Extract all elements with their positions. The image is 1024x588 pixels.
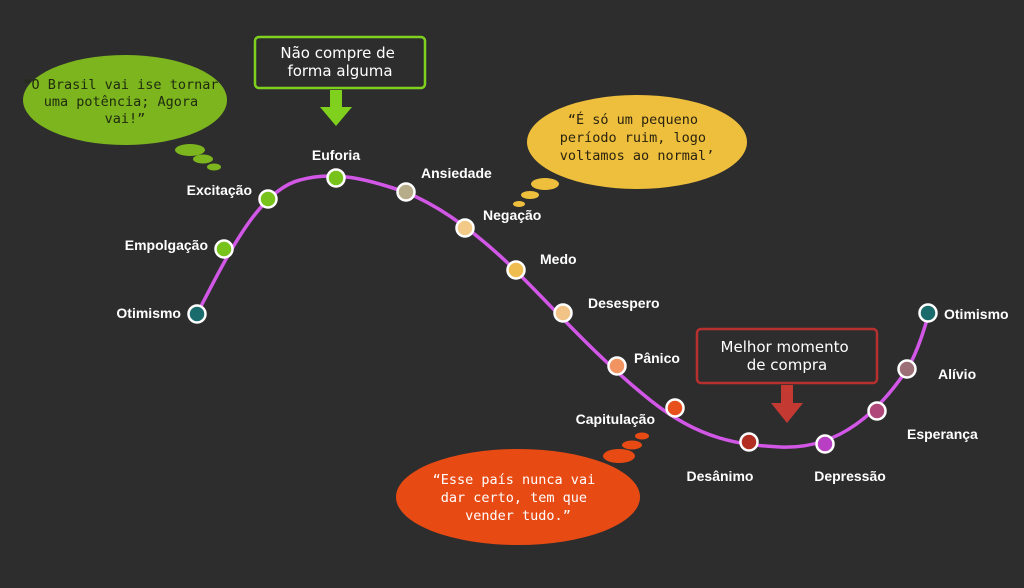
svg-text:Melhor momento de compra: Melhor momento de compra xyxy=(721,338,854,374)
red-bubble-tail-dot xyxy=(622,440,642,450)
svg-text:Não compre de forma algu: Não compre de forma alguma xyxy=(280,44,399,80)
stage-label-desanimo: Desânimo xyxy=(687,468,754,484)
stage-label-otimismo-start: Otimismo xyxy=(116,305,181,321)
stage-label-euforia: Euforia xyxy=(312,147,360,163)
red-thought-bubble: “Esse país nunca vai dar certo, tem que … xyxy=(396,432,649,545)
green-bubble-line-1: “O Brasil vai ise tornar xyxy=(23,77,218,93)
stage-point-ansiedade xyxy=(396,182,416,202)
buy-callout-line-2: de compra xyxy=(747,356,827,374)
stage-label-alivio: Alívio xyxy=(938,366,976,382)
stage-point-alivio xyxy=(897,359,917,379)
stage-label-medo: Medo xyxy=(540,251,577,267)
stage-label-otimismo-end: Otimismo xyxy=(944,306,1009,322)
red-bubble-tail-dot xyxy=(635,432,649,440)
green-bubble-tail-dot xyxy=(175,144,205,156)
green-bubble-line-2: uma potência; Agora xyxy=(44,94,198,110)
stage-point-euforia xyxy=(326,168,346,188)
stage-point-panico xyxy=(607,356,627,376)
stage-markers: Otimismo Empolgação Excitação EuforiaAnsied… xyxy=(116,147,1008,484)
green-bubble-tail-dot xyxy=(207,163,221,171)
stage-point-esperanca xyxy=(867,401,887,421)
stage-point-desespero xyxy=(553,303,573,323)
stage-point-empolgacao xyxy=(214,239,234,259)
yellow-bubble-tail-dot xyxy=(531,178,559,190)
red-bubble-line-3: vender tudo.” xyxy=(465,508,571,524)
green-bubble-line-3: vai!” xyxy=(105,111,146,127)
buy-callout-line-1: Melhor momento xyxy=(721,338,849,356)
svg-text:“O Brasil vai ise tornar: “O Brasil vai ise tornar uma potência; A… xyxy=(23,77,226,127)
red-bubble-tail-dot xyxy=(603,449,635,463)
stage-point-medo xyxy=(506,260,526,280)
yellow-bubble-line-2: período ruim, logo xyxy=(560,130,706,146)
svg-text:“É só um pequeno período: “É só um pequeno período ruim, logo volt… xyxy=(560,111,714,164)
stage-point-negacao xyxy=(455,218,475,238)
stage-point-capitulacao xyxy=(665,398,685,418)
yellow-bubble-body xyxy=(527,95,747,189)
stage-label-depressao: Depressão xyxy=(814,468,886,484)
svg-text:“Esse país nunca vai dar: “Esse país nunca vai dar certo, tem que … xyxy=(433,472,604,524)
sell-warning-callout: Não compre de forma alguma xyxy=(253,35,427,126)
buy-callout-box xyxy=(695,327,879,385)
stage-point-otimismo-start xyxy=(187,304,207,324)
green-bubble-tail-dot xyxy=(193,154,213,164)
stage-label-ansiedade: Ansiedade xyxy=(421,165,492,181)
stage-label-capitulacao: Capitulação xyxy=(576,411,655,427)
stage-point-depressao xyxy=(815,434,835,454)
sell-down-arrow-icon xyxy=(320,90,352,126)
green-thought-bubble: “O Brasil vai ise tornar uma potência; A… xyxy=(23,55,227,171)
stage-label-negacao: Negação xyxy=(483,207,541,223)
sell-callout-line-2: forma alguma xyxy=(287,62,392,80)
yellow-bubble-line-1: “É só um pequeno xyxy=(568,111,698,128)
buy-opportunity-callout: Melhor momento de compra xyxy=(695,327,879,423)
yellow-bubble-tail-dot xyxy=(513,201,525,207)
stage-point-excitacao xyxy=(258,189,278,209)
sell-callout-box xyxy=(253,35,427,90)
stage-label-empolgacao: Empolgação xyxy=(125,237,208,253)
yellow-bubble-tail-dot xyxy=(521,191,539,199)
stage-label-desespero: Desespero xyxy=(588,295,660,311)
stage-point-otimismo-end xyxy=(918,303,938,323)
red-bubble-body xyxy=(396,449,640,545)
green-bubble-body xyxy=(23,55,227,145)
stage-point-desanimo xyxy=(739,432,759,452)
yellow-thought-bubble: “É só um pequeno período ruim, logo volt… xyxy=(513,95,747,207)
buy-down-arrow-icon xyxy=(771,385,803,423)
yellow-bubble-line-3: voltamos ao normal’ xyxy=(560,148,714,164)
stage-label-panico: Pânico xyxy=(634,350,680,366)
stage-label-excitacao: Excitação xyxy=(187,182,252,198)
sell-callout-line-1: Não compre de xyxy=(280,44,395,62)
red-bubble-line-2: dar certo, tem que xyxy=(441,490,587,506)
stage-label-esperanca: Esperança xyxy=(907,426,978,442)
red-bubble-line-1: “Esse país nunca vai xyxy=(433,472,596,488)
